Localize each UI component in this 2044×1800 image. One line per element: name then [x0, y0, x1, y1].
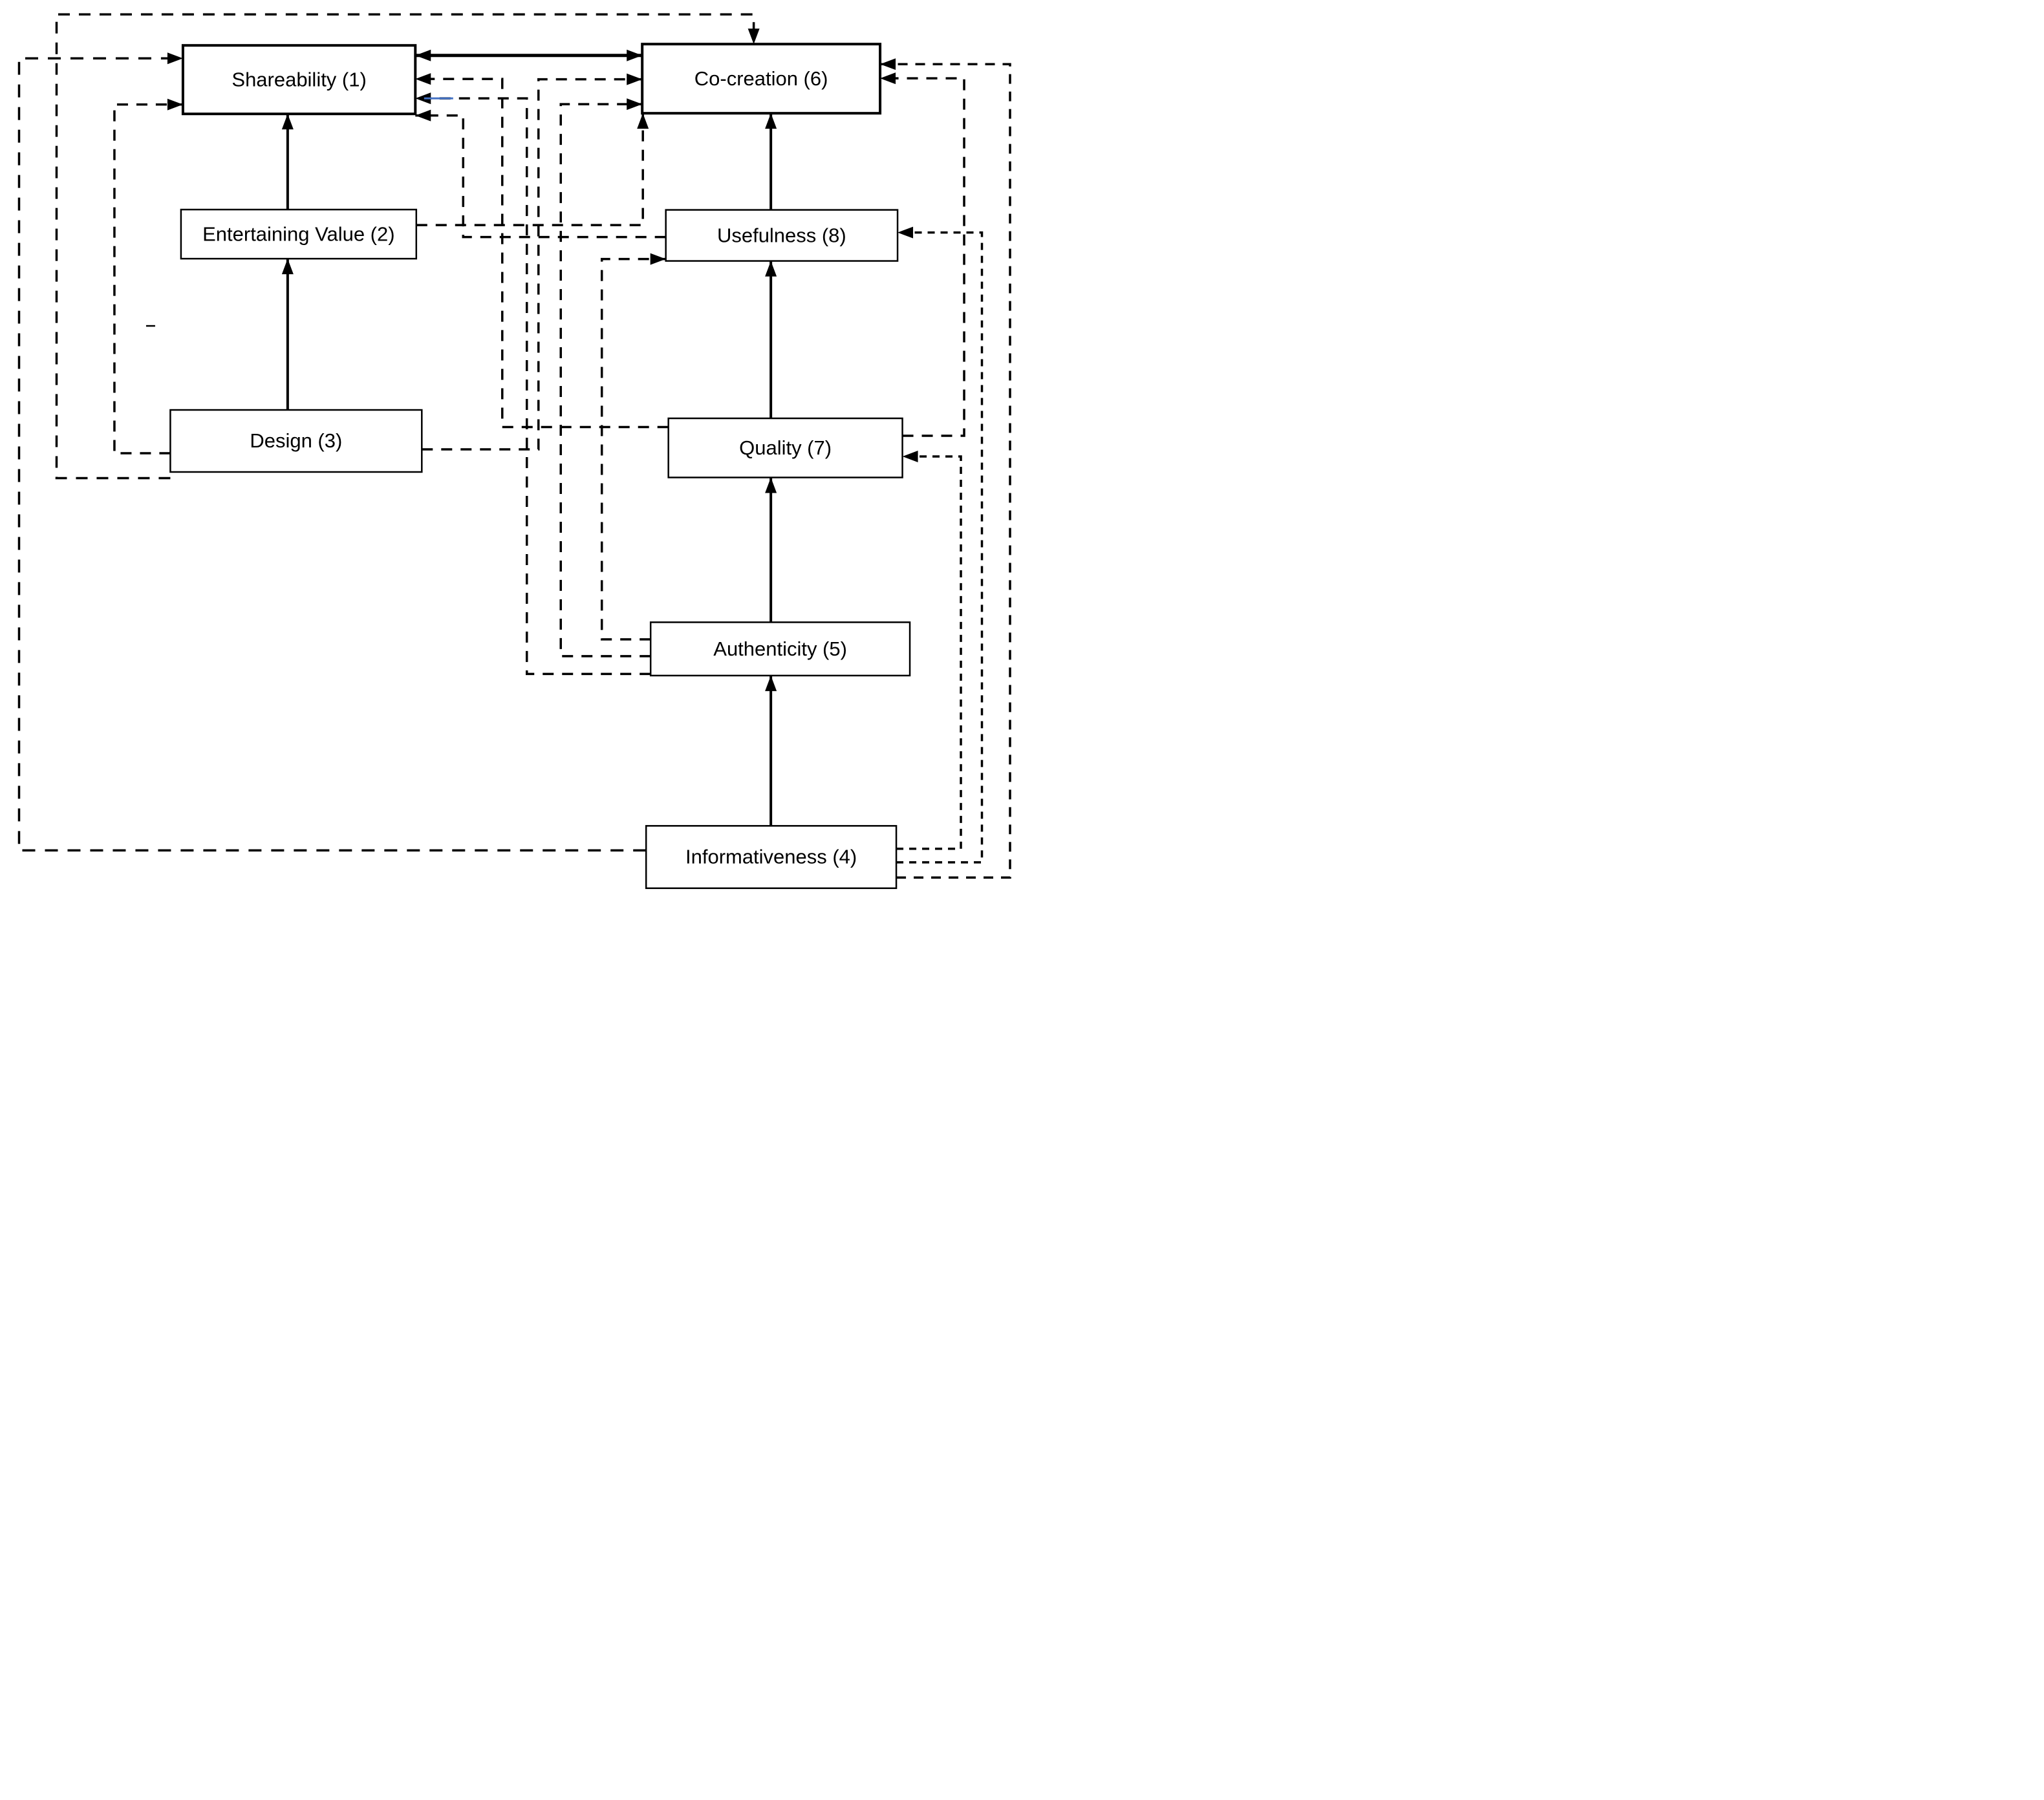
- edge-quality-to-shareability: [415, 73, 669, 429]
- node-informativeness: Informativeness (4): [645, 825, 898, 890]
- node-design: Design (3): [169, 409, 423, 473]
- node-cocreation: Co-creation (6): [641, 43, 882, 115]
- node-cocreation-label: Co-creation (6): [694, 67, 828, 90]
- node-quality: Quality (7): [667, 417, 903, 478]
- node-design-label: Design (3): [250, 429, 342, 452]
- diagram-canvas: Shareability (1) Co-creation (6) Entertain…: [0, 0, 1022, 900]
- node-usefulness-box: [665, 209, 899, 262]
- node-authenticity: Authenticity (5): [649, 621, 911, 677]
- edge-design-to-cocreation-top: [55, 13, 760, 480]
- annotations-layer: [145, 97, 453, 327]
- node-cocreation-box: [641, 43, 882, 115]
- node-usefulness: Usefulness (8): [665, 209, 899, 262]
- edge-informativeness-to-usefulness: [896, 226, 984, 864]
- edge-informativeness-to-shareability: [17, 52, 647, 852]
- edge-entertaining-to-cocreation: [416, 113, 649, 226]
- direct-paths-layer: [281, 49, 777, 826]
- node-shareability-box: [181, 44, 417, 116]
- node-design-box: [169, 409, 423, 473]
- edge-informativeness-to-cocreation: [880, 58, 1011, 879]
- edge-design-to-shareability: [113, 98, 183, 455]
- node-quality-label: Quality (7): [739, 436, 832, 459]
- node-entertaining-label: Entertaining Value (2): [202, 222, 394, 245]
- edge-authenticity-to-shareability: [415, 92, 651, 676]
- node-quality-box: [667, 417, 903, 478]
- node-usefulness-label: Usefulness (8): [717, 224, 846, 246]
- edge-design-to-cocreation-mid: [422, 73, 643, 451]
- edge-quality-to-cocreation: [880, 72, 965, 437]
- edge-usefulness-to-shareability: [415, 109, 666, 239]
- indirect-paths-layer: [17, 13, 1011, 879]
- node-informativeness-box: [645, 825, 898, 890]
- edge-authenticity-to-cocreation: [559, 98, 651, 658]
- construct-boxes-layer: Shareability (1) Co-creation (6) Entertain…: [169, 43, 911, 890]
- edge-informativeness-to-quality: [896, 450, 962, 850]
- edge-authenticity-to-usefulness: [600, 253, 666, 641]
- node-shareability-label: Shareability (1): [231, 68, 366, 91]
- node-entertaining-box: [180, 208, 418, 260]
- node-entertaining: Entertaining Value (2): [180, 208, 418, 260]
- node-authenticity-box: [649, 621, 911, 677]
- node-authenticity-label: Authenticity (5): [713, 638, 847, 660]
- path-model-diagram: Shareability (1) Co-creation (6) Entertain…: [17, 13, 1011, 890]
- node-shareability: Shareability (1): [181, 44, 417, 116]
- node-informativeness-label: Informativeness (4): [685, 846, 857, 868]
